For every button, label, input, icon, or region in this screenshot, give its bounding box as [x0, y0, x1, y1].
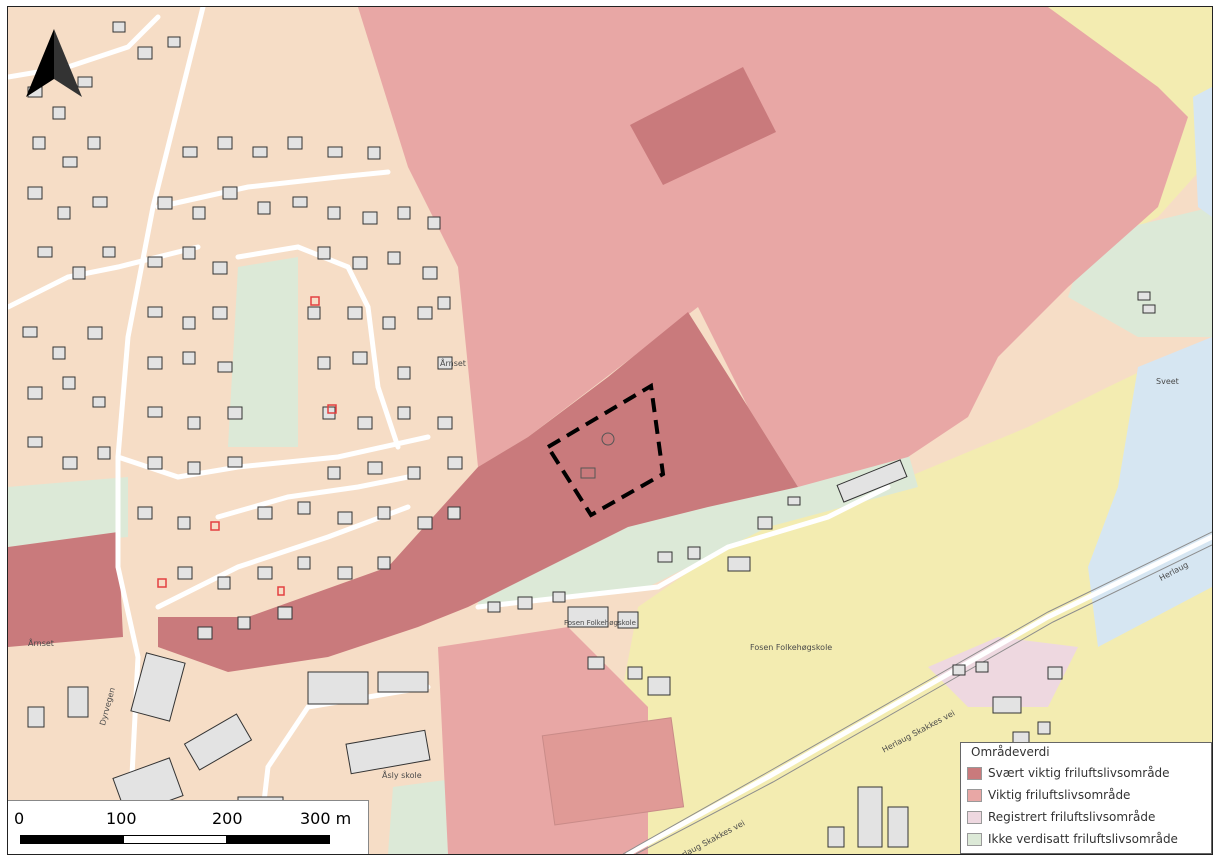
- study-area-outline: [545, 382, 666, 518]
- label-aasly-skole: Åsly skole: [382, 771, 422, 780]
- sports-field: [541, 717, 685, 826]
- scale-segment-2: [123, 835, 227, 844]
- north-arrow-icon: [26, 29, 82, 97]
- legend-item-important: Viktig friluftslivsområde: [967, 785, 1130, 805]
- legend-item-very-important: Svært viktig friluftslivsområde: [967, 763, 1170, 783]
- legend-label: Ikke verdisatt friluftslivsområde: [988, 832, 1178, 846]
- very-important-area-central: [158, 312, 798, 672]
- legend-title: Områdeverdi: [971, 745, 1050, 759]
- main-road: [622, 531, 1212, 854]
- scale-segment-3: [226, 835, 330, 844]
- legend-swatch: [967, 766, 982, 780]
- study-area-building: [580, 467, 596, 479]
- label-fosen-folkehogskole-small: Fosen Folkehøgskole: [564, 619, 636, 627]
- legend-label: Viktig friluftslivsområde: [988, 788, 1131, 802]
- red-markers: [157, 296, 337, 596]
- water-area: [1088, 337, 1212, 647]
- scale-tick-100: 100: [106, 809, 137, 828]
- legend-label: Registrert friluftslivsområde: [988, 810, 1156, 824]
- registered-area: [928, 637, 1078, 707]
- legend-swatch: [967, 788, 982, 802]
- label-fosen-folkehogskole: Fosen Folkehøgskole: [750, 643, 833, 652]
- label-sveet: Sveet: [1156, 377, 1179, 386]
- water-area-north: [1193, 87, 1212, 217]
- legend-swatch: [967, 810, 982, 824]
- scale-segment-1: [20, 835, 124, 844]
- map-frame[interactable]: Fosen Folkehøgskole Fosen Folkehøgskole …: [7, 6, 1213, 855]
- unvalued-green-park: [228, 257, 298, 447]
- important-area-large: [358, 7, 1188, 487]
- scale-tick-200: 200: [212, 809, 243, 828]
- label-arnset-2: Årnset: [440, 359, 466, 368]
- buildings: [22, 21, 1156, 848]
- legend-item-unvalued: Ikke verdisatt friluftslivsområde: [967, 829, 1178, 849]
- very-important-area-west: [8, 532, 123, 647]
- unvalued-west: [8, 477, 128, 547]
- legend-label: Svært viktig friluftslivsområde: [988, 766, 1170, 780]
- legend-swatch: [967, 832, 982, 846]
- scale-tick-300: 300 m: [300, 809, 352, 828]
- legend: Områdeverdi Svært viktig friluftslivsomr…: [960, 742, 1212, 854]
- label-arnset: Årnset: [28, 639, 54, 648]
- scale-tick-0: 0: [14, 809, 25, 828]
- legend-item-registered: Registrert friluftslivsområde: [967, 807, 1155, 827]
- study-area-feature: [601, 432, 615, 446]
- scale-bar: 0 100 200 300 m: [8, 800, 369, 854]
- very-important-area-north: [630, 67, 776, 185]
- field-area: [608, 337, 1212, 854]
- map-canvas[interactable]: [8, 7, 1212, 854]
